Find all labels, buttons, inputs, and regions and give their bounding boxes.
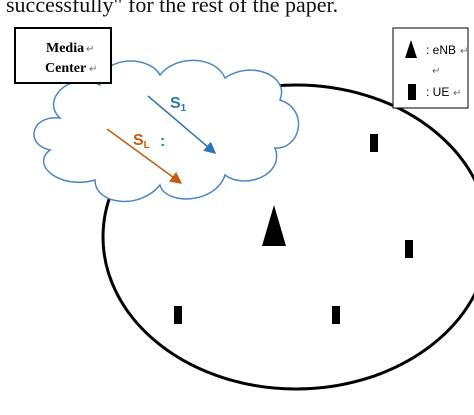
media-center-line2: Center: [45, 61, 86, 76]
legend-ue-icon: [408, 84, 416, 100]
return-mark-5: ↵: [453, 88, 461, 99]
legend-box: [392, 27, 469, 109]
caption-text: successfully" for the rest of the paper.: [6, 0, 338, 17]
core-network-cloud: [33, 59, 300, 203]
return-mark-3: ↵: [460, 46, 468, 57]
return-mark-2: ↵: [89, 64, 97, 75]
media-center-line1: Media: [46, 41, 84, 56]
stream-sl-arrow: [106, 128, 183, 184]
cell-coverage-ellipse: [101, 83, 474, 391]
legend-enb-label: : eNB: [426, 43, 456, 57]
ue-device-icon: [405, 240, 413, 258]
media-center-box: [14, 27, 112, 84]
legend-ue-label: : UE: [426, 85, 449, 99]
enb-base-station-icon: [262, 205, 286, 246]
return-mark-4: ↵: [432, 66, 440, 77]
ue-device-icon: [370, 134, 378, 152]
stream-s1-label: S1: [170, 95, 187, 114]
stream-sl-label: SL: [133, 132, 150, 151]
ue-device-icon: [174, 306, 182, 324]
ue-device-icon: [332, 306, 340, 324]
stream-s1-arrow: [147, 95, 217, 154]
return-mark-1: ↵: [86, 44, 94, 55]
stream-ellipsis: :: [160, 133, 165, 150]
legend-enb-icon: [405, 40, 417, 58]
